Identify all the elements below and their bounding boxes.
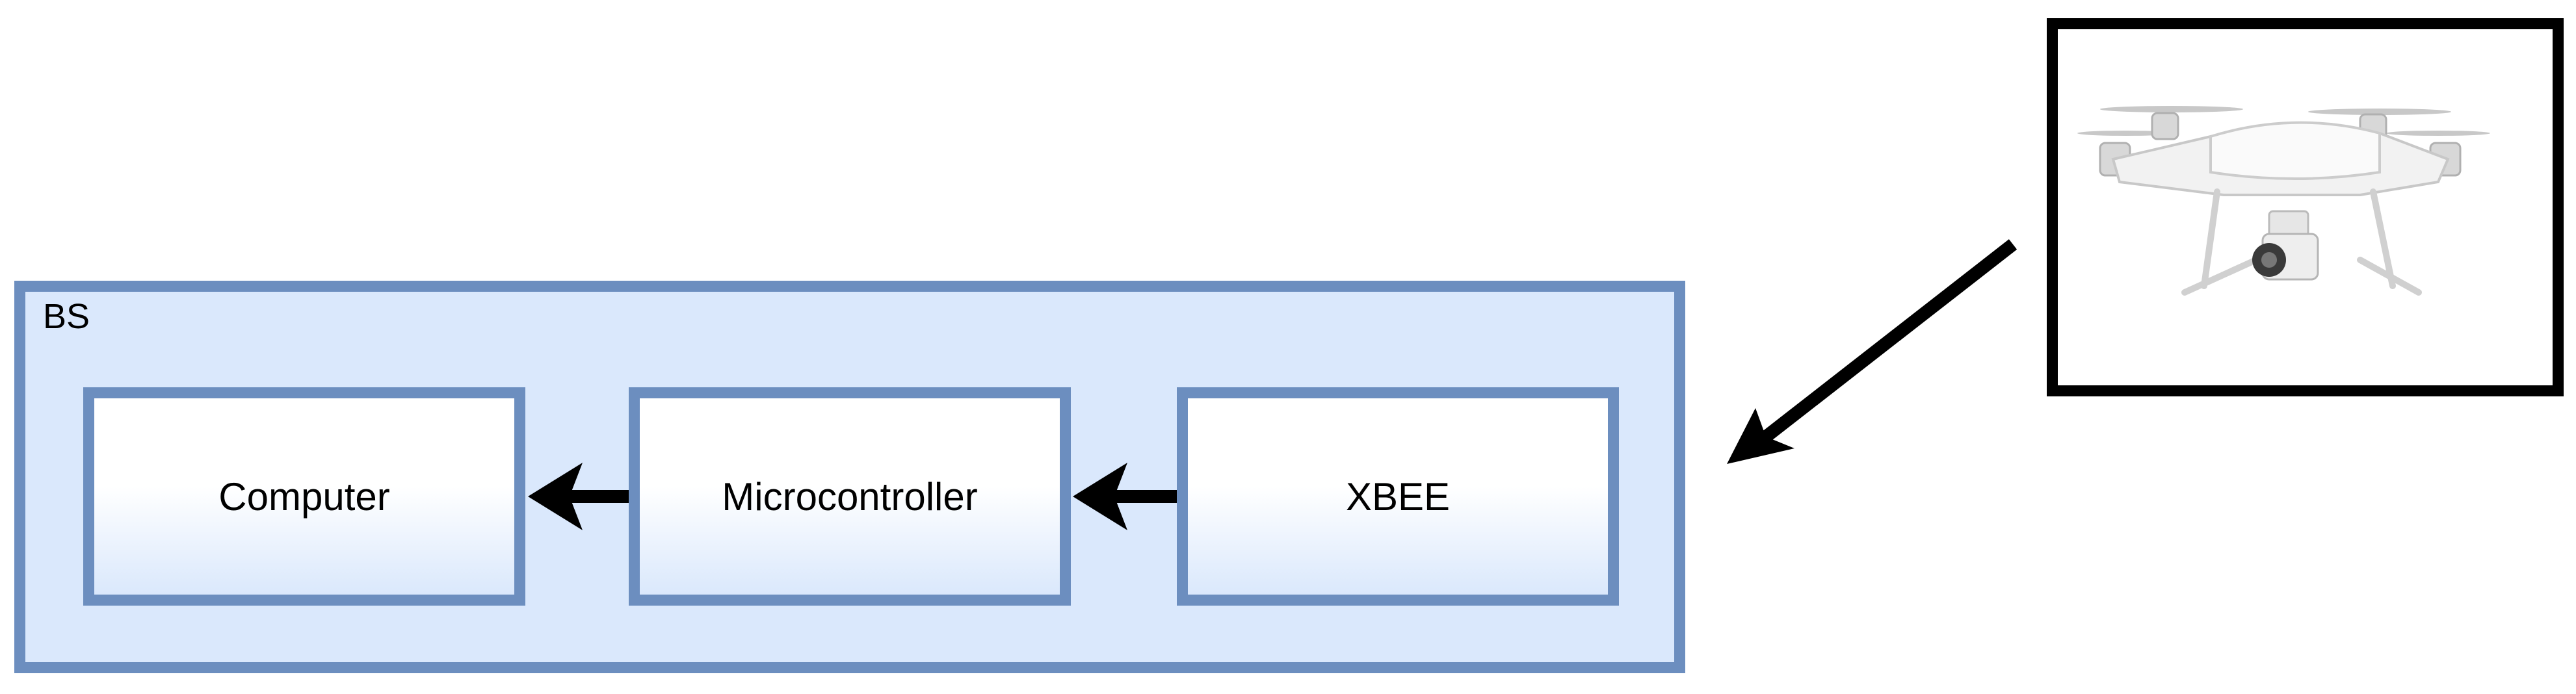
microcontroller-block: Microcontroller [629,387,1071,606]
computer-label: Computer [218,474,390,519]
xbee-label: XBEE [1345,474,1451,519]
xbee-block: XBEE [1177,387,1619,606]
computer-block: Computer [83,387,525,606]
drone-icon [2077,106,2490,296]
microcontroller-label: Microcontroller [722,474,978,519]
drone-image-frame [2047,18,2564,396]
bs-container-label: BS [43,297,90,336]
arrow-drone-to-bs [1727,239,2017,464]
